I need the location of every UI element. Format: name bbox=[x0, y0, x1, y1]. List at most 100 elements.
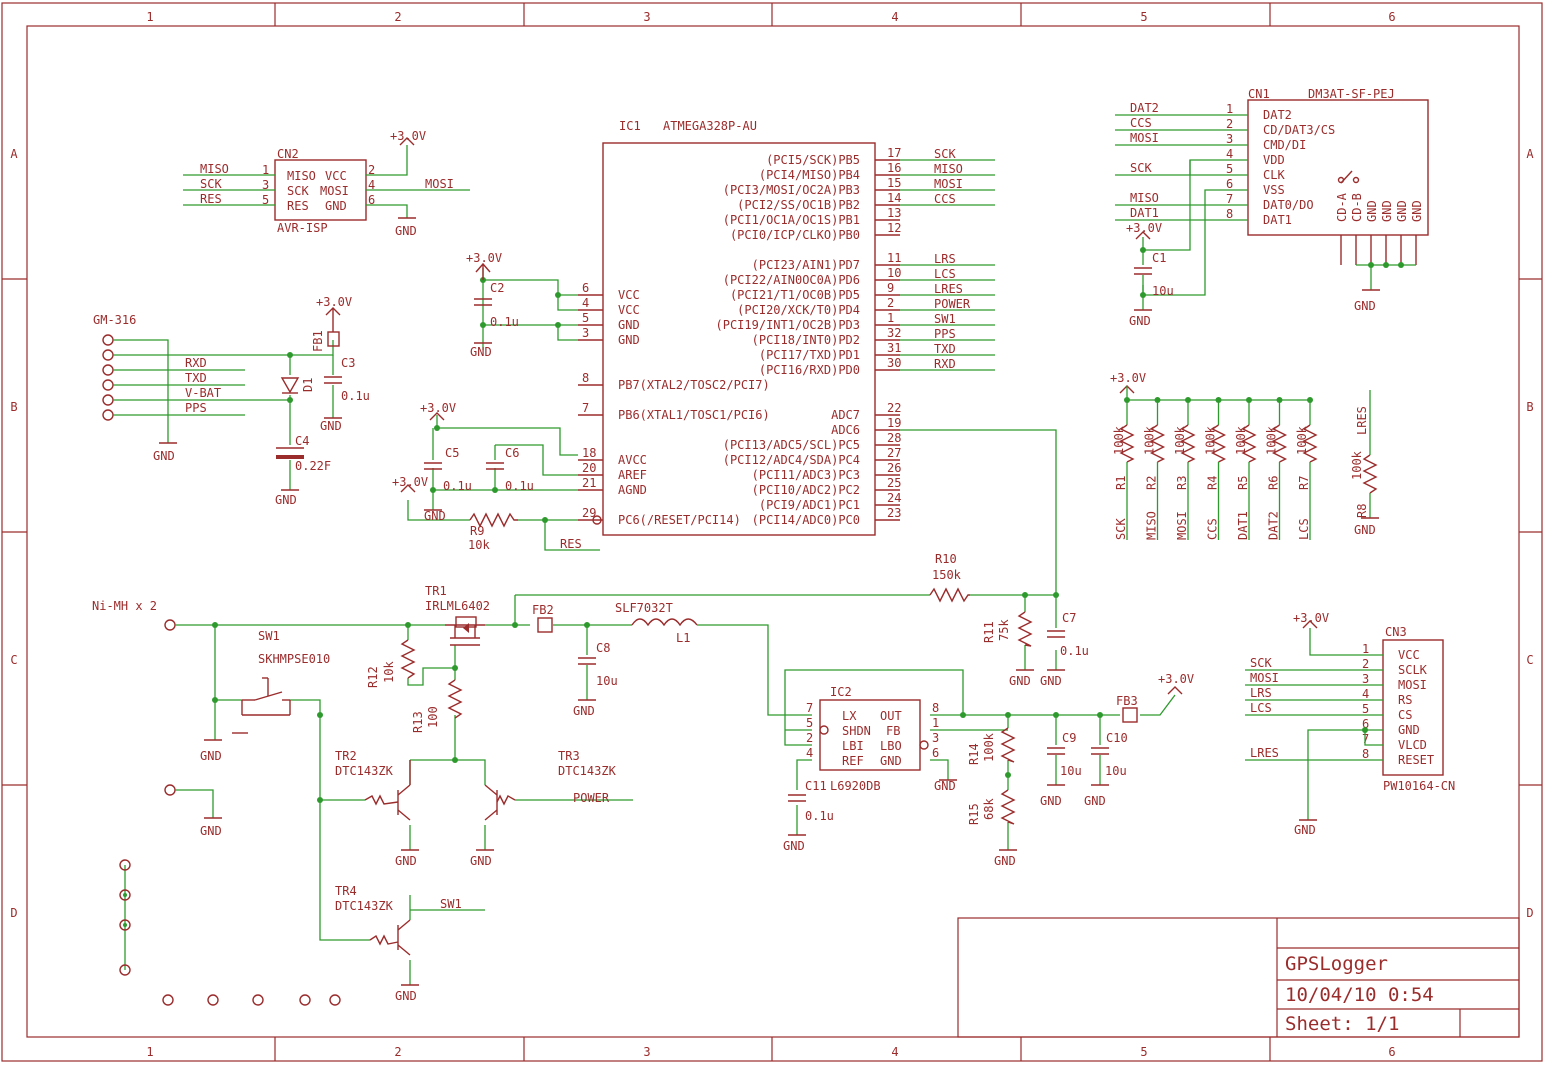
r13-ref: R13 bbox=[411, 711, 425, 733]
c9-ref: C9 bbox=[1062, 731, 1076, 745]
r10-resistor: R10 150k bbox=[929, 552, 970, 603]
ic1-pin-num: 20 bbox=[582, 461, 596, 475]
ic1-pin-num: 23 bbox=[887, 506, 901, 520]
ic1-net-label: PPS bbox=[934, 327, 956, 341]
gnd-label: GND bbox=[1040, 794, 1062, 808]
c1-capacitor: C1 10u +3.0V GND GND bbox=[1126, 221, 1380, 328]
cn3-pin-name: CS bbox=[1398, 708, 1412, 722]
ic1-pin-num: 27 bbox=[887, 446, 901, 460]
gnd-label: GND bbox=[573, 704, 595, 718]
pullup-ref: R3 bbox=[1175, 476, 1189, 490]
cn1-wires bbox=[1115, 114, 1416, 310]
cn3-pin-name: MOSI bbox=[1398, 678, 1427, 692]
ic1-pin-name: VCC bbox=[618, 303, 640, 317]
c9-value: 10u bbox=[1060, 764, 1082, 778]
ic1-value: ATMEGA328P-AU bbox=[663, 119, 757, 133]
r12-ref: R12 bbox=[366, 666, 380, 688]
cn3-pin-name: VLCD bbox=[1398, 738, 1427, 752]
cn2-pin-num: 1 bbox=[262, 163, 269, 177]
pullup-ref: R1 bbox=[1114, 476, 1128, 490]
col-label-bottom: 4 bbox=[891, 1045, 898, 1059]
tr2-transistor: TR2 DTC143ZK GND bbox=[335, 749, 419, 868]
c10-ref: C10 bbox=[1106, 731, 1128, 745]
row-label-left: C bbox=[10, 653, 17, 667]
pullup-value: 100k bbox=[1173, 425, 1187, 455]
cn1-pin-cdb: CD-B bbox=[1350, 193, 1364, 222]
ic1-net-label: LCS bbox=[934, 267, 956, 281]
ic1-pin-num: 14 bbox=[887, 191, 901, 205]
col-label-bottom: 5 bbox=[1140, 1045, 1147, 1059]
net-label-lcs: LCS bbox=[1250, 701, 1272, 715]
col-label-top: 3 bbox=[643, 10, 650, 24]
ic1-pin-num: 16 bbox=[887, 161, 901, 175]
cn3-pin-num: 3 bbox=[1362, 672, 1369, 686]
net-label-mosi: MOSI bbox=[1250, 671, 1279, 685]
vcc-label: +3.0V bbox=[392, 475, 428, 489]
fb1-ferrite: +3.0V FB1 bbox=[311, 295, 352, 352]
cn2-pin-name: SCK bbox=[287, 184, 309, 198]
gnd-label: GND bbox=[424, 509, 446, 523]
row-label-left: D bbox=[10, 906, 17, 920]
ic1-pin-num: 24 bbox=[887, 491, 901, 505]
tr2-ref: TR2 bbox=[335, 749, 357, 763]
ic1-net-label: POWER bbox=[934, 297, 971, 311]
vcc-label: +3.0V bbox=[1126, 221, 1162, 235]
c8-capacitor: C8 10u GND bbox=[573, 641, 618, 718]
cn1-pin-name: CD/DAT3/CS bbox=[1263, 123, 1335, 137]
vcc-label: +3.0V bbox=[1110, 371, 1146, 385]
c9-capacitor: C9 10u GND bbox=[1040, 731, 1082, 808]
gnd-label: GND bbox=[1354, 299, 1376, 313]
ic1-net-label: SCK bbox=[934, 147, 956, 161]
ic2-pin-name: SHDN bbox=[842, 724, 871, 738]
col-label-top: 5 bbox=[1140, 10, 1147, 24]
ic1-pin-name: (PCI5/SCK)PB5 bbox=[766, 153, 860, 167]
r13-resistor: R13 100 bbox=[411, 679, 463, 733]
cn1-pin-num: 6 bbox=[1226, 177, 1233, 191]
r9-resistor: R9 10k bbox=[468, 512, 518, 552]
tr4-value: DTC143ZK bbox=[335, 899, 394, 913]
cn1-pin-gnd: GND bbox=[1365, 200, 1379, 222]
gnd-label: GND bbox=[395, 989, 417, 1003]
pullup-ref: R2 bbox=[1145, 476, 1159, 490]
ic1-pin-name: (PCI18/INT0)PD2 bbox=[752, 333, 860, 347]
c10-value: 10u bbox=[1105, 764, 1127, 778]
c5-capacitor: C5 0.1u bbox=[424, 446, 472, 493]
ic1-pin-num: 18 bbox=[582, 446, 596, 460]
cn1-pin-num: 3 bbox=[1226, 132, 1233, 146]
col-label-top: 2 bbox=[394, 10, 401, 24]
vcc-label: +3.0V bbox=[390, 129, 426, 143]
gps-name: GM-316 bbox=[93, 313, 136, 327]
battery-label: Ni-MH x 2 bbox=[92, 599, 157, 613]
ic2-pin-num: 5 bbox=[806, 716, 813, 730]
vcc-label: +3.0V bbox=[316, 295, 352, 309]
ic1-net-label: MISO bbox=[934, 162, 963, 176]
ic2-boost-converter: IC2 L6920DB LX SHDN LBI REF OUT FB LBO G… bbox=[806, 685, 939, 793]
vcc-label: +3.0V bbox=[1293, 611, 1329, 625]
ic1-pin-name: GND bbox=[618, 318, 640, 332]
gps-net-txd: TXD bbox=[185, 371, 207, 385]
ic2-pin-num: 6 bbox=[932, 746, 939, 760]
cn1-pin-name: DAT1 bbox=[1263, 213, 1292, 227]
r13-value: 100 bbox=[426, 706, 440, 728]
gps-net-vbat: V-BAT bbox=[185, 386, 221, 400]
cn3-pin-num: 2 bbox=[1362, 657, 1369, 671]
ic1-pin-name: AVCC bbox=[618, 453, 647, 467]
tr3-ref: TR3 bbox=[558, 749, 580, 763]
cn3-pin-name: SCLK bbox=[1398, 663, 1428, 677]
gnd-label: GND bbox=[153, 449, 175, 463]
row-label-right: A bbox=[1526, 147, 1534, 161]
mounting-pads bbox=[119, 859, 341, 1006]
cn2-pin-num: 6 bbox=[368, 193, 375, 207]
cn1-pin-cda: CD-A bbox=[1335, 192, 1349, 222]
ic1-pin-name: (PCI12/ADC4/SDA)PC4 bbox=[723, 453, 860, 467]
r11-resistor: R11 75k GND bbox=[982, 611, 1034, 688]
c5-value: 0.1u bbox=[443, 479, 472, 493]
gnd-label: GND bbox=[275, 493, 297, 507]
r10-value: 150k bbox=[932, 568, 962, 582]
row-label-right: B bbox=[1526, 400, 1533, 414]
r14-ref: R14 bbox=[967, 743, 981, 765]
ic1-pin-num: 32 bbox=[887, 326, 901, 340]
col-label-bottom: 2 bbox=[394, 1045, 401, 1059]
